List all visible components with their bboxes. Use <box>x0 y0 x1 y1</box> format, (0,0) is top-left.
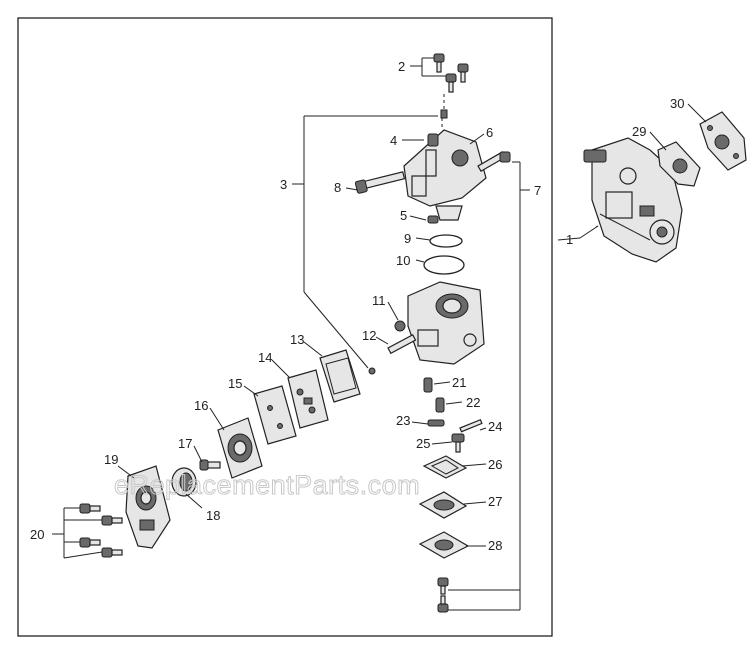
callout-16: 16 <box>194 398 208 413</box>
callout-17: 17 <box>178 436 192 451</box>
gasket-29 <box>657 141 701 187</box>
callout-6: 6 <box>486 125 493 140</box>
lever-23 <box>427 419 445 427</box>
callout-2: 2 <box>398 59 405 74</box>
diaphragm-27 <box>418 491 468 519</box>
carburetor-assembly <box>583 137 683 263</box>
screws-20 <box>79 503 123 558</box>
diaphragm-14 <box>287 369 329 429</box>
insulator-plate-30 <box>699 111 747 171</box>
cover-plate-19 <box>125 465 171 549</box>
callout-21: 21 <box>452 375 466 390</box>
pin-22 <box>435 397 445 413</box>
callout-15: 15 <box>228 376 242 391</box>
callout-18: 18 <box>206 508 220 523</box>
pump-body-6 <box>403 109 487 221</box>
callout-27: 27 <box>488 494 502 509</box>
tip-3 <box>368 367 376 375</box>
callout-7: 7 <box>534 183 541 198</box>
o-ring-10 <box>423 255 465 275</box>
callout-5: 5 <box>400 208 407 223</box>
screws-7-lower <box>437 577 449 613</box>
callout-23: 23 <box>396 413 410 428</box>
callout-12: 12 <box>362 328 376 343</box>
screw-25 <box>451 433 465 453</box>
screw-8 <box>354 171 406 194</box>
pin-24 <box>459 418 483 433</box>
screw-17 <box>199 459 221 471</box>
callout-28: 28 <box>488 538 502 553</box>
callout-1: 1 <box>566 232 573 247</box>
callout-24: 24 <box>488 419 502 434</box>
screws-2 <box>433 53 469 93</box>
callout-22: 22 <box>466 395 480 410</box>
gasket-26 <box>422 455 468 479</box>
callout-labels: 1 2 3 4 5 6 7 8 9 10 11 12 13 14 15 16 1… <box>30 59 684 553</box>
callout-20: 20 <box>30 527 44 542</box>
callout-26: 26 <box>488 457 502 472</box>
pump-cover-16 <box>217 417 263 479</box>
callout-13: 13 <box>290 332 304 347</box>
filter-18 <box>171 467 197 497</box>
callout-30: 30 <box>670 96 684 111</box>
callout-19: 19 <box>104 452 118 467</box>
carb-body <box>407 281 485 365</box>
gasket-13 <box>319 349 361 403</box>
spring-21 <box>423 377 433 393</box>
o-ring-9 <box>429 234 463 248</box>
screw-7-upper <box>477 151 511 173</box>
callout-8: 8 <box>334 180 341 195</box>
callout-4: 4 <box>390 133 397 148</box>
plug-11 <box>394 320 406 332</box>
callout-3: 3 <box>280 177 287 192</box>
callout-29: 29 <box>632 124 646 139</box>
leader-lines <box>52 57 707 611</box>
callout-25: 25 <box>416 436 430 451</box>
gasket-15 <box>253 385 297 445</box>
callout-9: 9 <box>404 231 411 246</box>
watermark: eReplacementParts.com <box>114 470 420 500</box>
callout-11: 11 <box>372 293 386 308</box>
needle-12 <box>387 334 417 355</box>
callout-10: 10 <box>396 253 410 268</box>
callout-14: 14 <box>258 350 272 365</box>
nut-5 <box>427 215 439 224</box>
diagram-frame <box>17 17 553 637</box>
cover-28 <box>418 531 470 559</box>
